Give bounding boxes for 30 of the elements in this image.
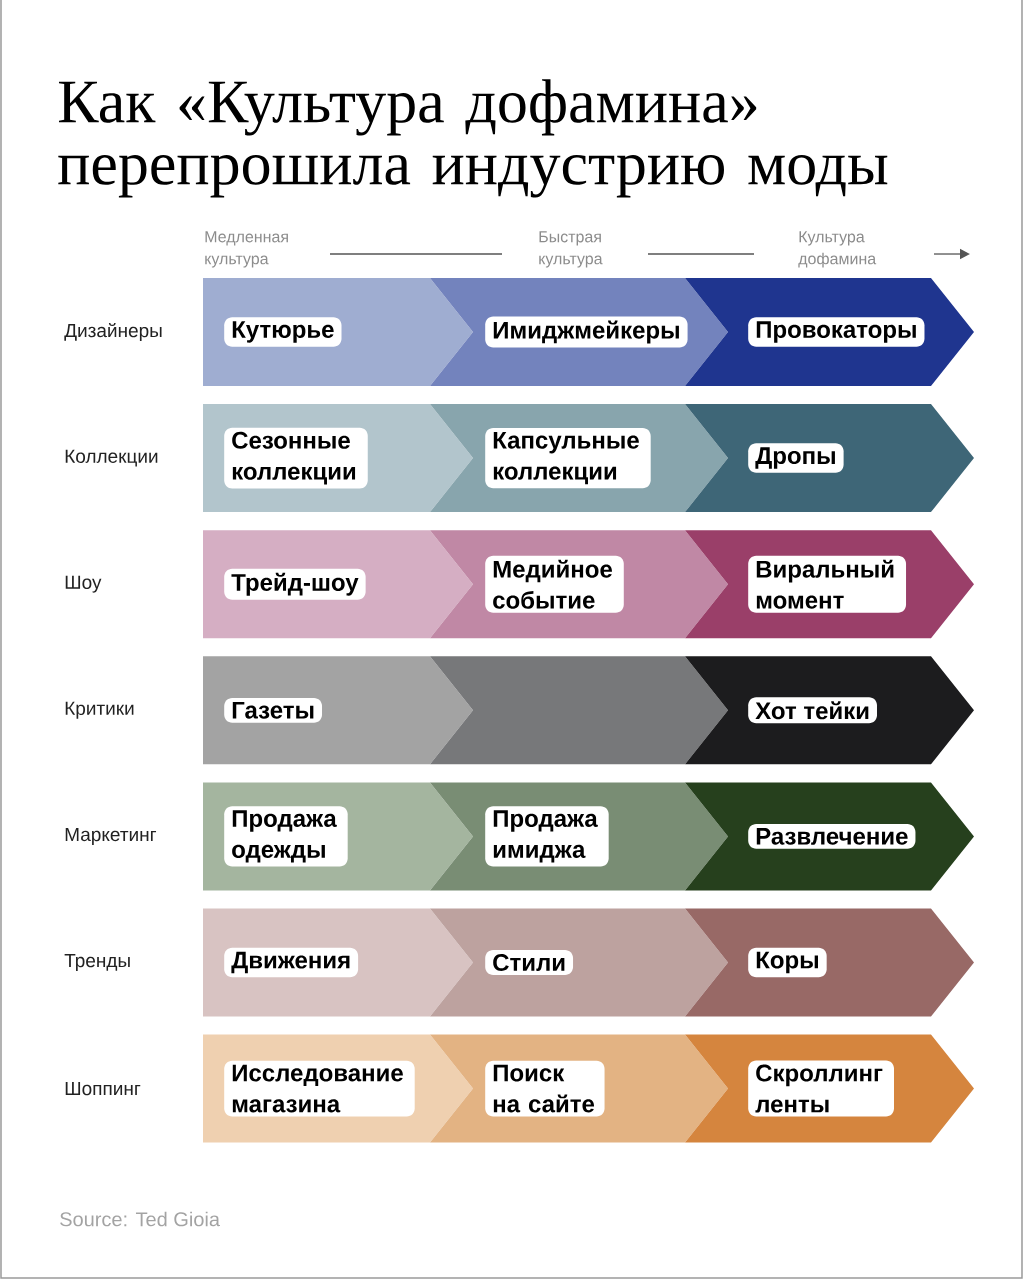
row-label: Шоу <box>65 575 102 593</box>
process-step <box>430 656 728 765</box>
row-label: Шоппинг <box>65 1082 141 1096</box>
process-step: Исследование магазина <box>203 1034 473 1143</box>
process-step: Хот тейки <box>685 656 974 765</box>
process-step: Капсульные коллекции <box>430 404 728 513</box>
process-step: Движения <box>203 908 473 1017</box>
process-step: Коры <box>685 908 974 1017</box>
process-step: Газеты <box>203 656 473 765</box>
process-step: Трейд-шоу <box>203 530 473 639</box>
row-label: Маркетинг <box>65 827 157 845</box>
process-step: Провокаторы <box>685 278 974 386</box>
process-step: Стили <box>430 908 728 1017</box>
row-label: Критики <box>65 701 134 719</box>
process-step: Развлечение <box>685 782 974 891</box>
process-step: Дропы <box>685 404 974 513</box>
source-note: Source: Ted Gioia <box>60 1211 220 1227</box>
process-step: Медийное событие <box>430 530 728 639</box>
row-label: Коллекции <box>65 449 158 467</box>
process-step: Поиск на сайте <box>430 1034 728 1143</box>
process-step: Продажа одежды <box>203 782 473 891</box>
row-label: Тренды <box>64 954 130 971</box>
process-step: Скроллинг ленты <box>685 1034 974 1143</box>
process-step: Продажа имиджа <box>430 782 728 891</box>
process-step: Виральный момент <box>685 530 974 639</box>
process-step: Имиджмейкеры <box>430 278 728 386</box>
process-step: Сезонные коллекции <box>203 404 473 513</box>
title: Как «Культура дофамина» перепрошила индустрию моды <box>58 79 888 198</box>
row-label: Дизайнеры <box>64 323 162 342</box>
process-step: Кутюрье <box>203 278 473 386</box>
